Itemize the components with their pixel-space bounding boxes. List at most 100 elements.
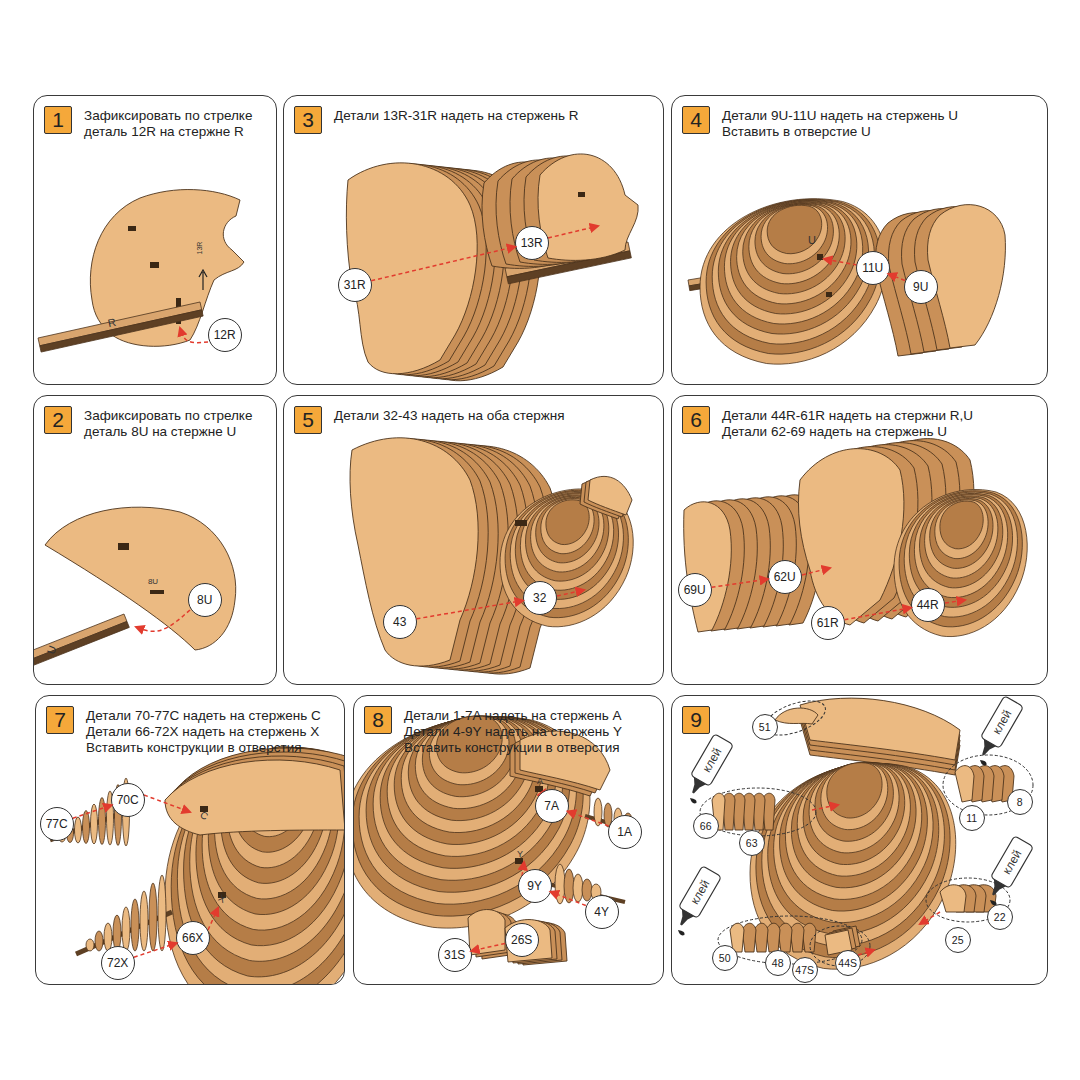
cardboard-slice [889, 211, 967, 354]
callout-number: 22 [994, 911, 1006, 923]
instruction-text: Вставить в отверстие U [722, 124, 871, 140]
cardboard-slice [800, 703, 960, 765]
callout-number: 66 [700, 820, 712, 832]
cardboard-layer [894, 489, 1027, 636]
cardboard-disc [158, 875, 166, 951]
cardboard-layer [233, 747, 315, 852]
callout-circle: 8U [188, 583, 222, 617]
callout-number: 9U [913, 281, 928, 293]
cardboard-layer [520, 494, 613, 591]
cardboard-disc [131, 899, 139, 951]
part-marking: A [537, 777, 543, 786]
glue-label: клей [1000, 848, 1023, 876]
cardboard-slice [940, 885, 966, 912]
rod-side [40, 310, 203, 352]
leader-arrow [802, 568, 830, 575]
callout-number: 4Y [594, 906, 609, 918]
callout-number: 7A [544, 800, 559, 812]
callout-circle: 25 [945, 927, 971, 953]
cardboard-slice [762, 496, 810, 626]
cardboard-layer [221, 747, 327, 883]
glue-label: клей [700, 746, 723, 774]
instruction-text: Вставить конструкции в отверстия [86, 740, 302, 756]
cardboard-slice [505, 920, 552, 962]
callout-number: 25 [952, 934, 964, 946]
glue-drop [677, 929, 686, 937]
callout-number: 48 [772, 957, 784, 969]
cardboard-layer [712, 200, 874, 344]
instruction-text: Детали 4-9Y надеть на стержень Y [404, 724, 622, 740]
step-panel: 5Детали 32-43 надеть на оба стержня4332 [283, 395, 664, 685]
cardboard-slice [766, 923, 780, 952]
instruction-text: Детали 62-69 надеть на стержень U [722, 424, 947, 440]
cardboard-slice [798, 449, 903, 625]
step-panel: 1Зафиксировать по стрелке деталь 12R на … [33, 95, 277, 385]
callout-number: 32 [533, 592, 546, 604]
callout-circle: 66X [176, 921, 210, 955]
cardboard-slice [742, 923, 756, 952]
glue-body [690, 734, 733, 787]
step-number: 5 [294, 406, 322, 434]
cardboard-slice [468, 910, 505, 955]
cardboard-layer [821, 763, 888, 830]
cardboard-slice [762, 793, 775, 830]
callout-number: 12R [214, 329, 236, 341]
callout-circle: 61R [811, 606, 845, 640]
step-panel: 8Детали 1-7A надеть на стержень AДетали … [353, 695, 664, 985]
assembly-arrow [568, 811, 609, 826]
callout-number: 70C [117, 794, 139, 806]
panel-illustration [34, 507, 236, 665]
leader-arrow [824, 259, 857, 265]
slot-hole [150, 262, 159, 268]
cardboard-layer [925, 497, 998, 578]
callout-circle: 31R [338, 268, 372, 302]
glue-body [678, 866, 721, 919]
assembly-arrow [471, 943, 505, 951]
cardboard-slice [355, 164, 486, 375]
callout-circle: 47S [792, 957, 818, 983]
callout-circle: 43 [383, 605, 417, 639]
callout-circle: 1A [608, 815, 642, 849]
part-marking: Y [517, 850, 523, 859]
glue-drop [979, 759, 988, 767]
assembly-arrow [134, 943, 177, 957]
callout-number: 1A [617, 826, 632, 838]
assembly-arrow [416, 601, 522, 619]
cardboard-slice [350, 438, 478, 666]
callout-number: 8 [1017, 796, 1023, 808]
cardboard-layer [700, 199, 886, 364]
cardboard-layer [756, 763, 950, 957]
glue-bottle [979, 836, 1033, 908]
cardboard-slice [346, 163, 477, 374]
callout-circle: 11U [856, 251, 890, 285]
cardboard-slice [742, 793, 755, 830]
rod-face [38, 302, 202, 346]
cardboard-slice [985, 766, 1004, 802]
cardboard-slice [496, 160, 596, 266]
callout-circle: 13R [515, 226, 549, 260]
cardboard-layer [202, 747, 344, 930]
cardboard-slice [165, 760, 344, 835]
panel-illustration [688, 199, 1005, 364]
part-marking: 8U [148, 578, 158, 586]
callout-circle: 44R [911, 588, 945, 622]
callout-circle: 48 [765, 950, 791, 976]
callout-circle: 31S [438, 938, 472, 972]
glue-nozzle [687, 777, 706, 796]
leader-arrow [136, 610, 190, 631]
glue-body [990, 836, 1033, 889]
cardboard-layer [940, 501, 983, 549]
assembly-arrow [712, 579, 768, 587]
cardboard-layer [762, 763, 945, 946]
instruction-text: Детали 44R-61R надеть на стержни R,U [722, 408, 973, 424]
glue-label: клей [688, 878, 711, 906]
cardboard-layer [899, 491, 1022, 627]
step-panel: 7Детали 70-77C надеть на стержень CДетал… [35, 695, 345, 985]
part-marking: U [808, 235, 816, 246]
slot-hole [578, 192, 585, 197]
panel-illustration [350, 438, 633, 674]
cardboard-layer [755, 204, 833, 274]
cardboard-slice [420, 445, 548, 673]
assembly-arrow [844, 608, 911, 620]
